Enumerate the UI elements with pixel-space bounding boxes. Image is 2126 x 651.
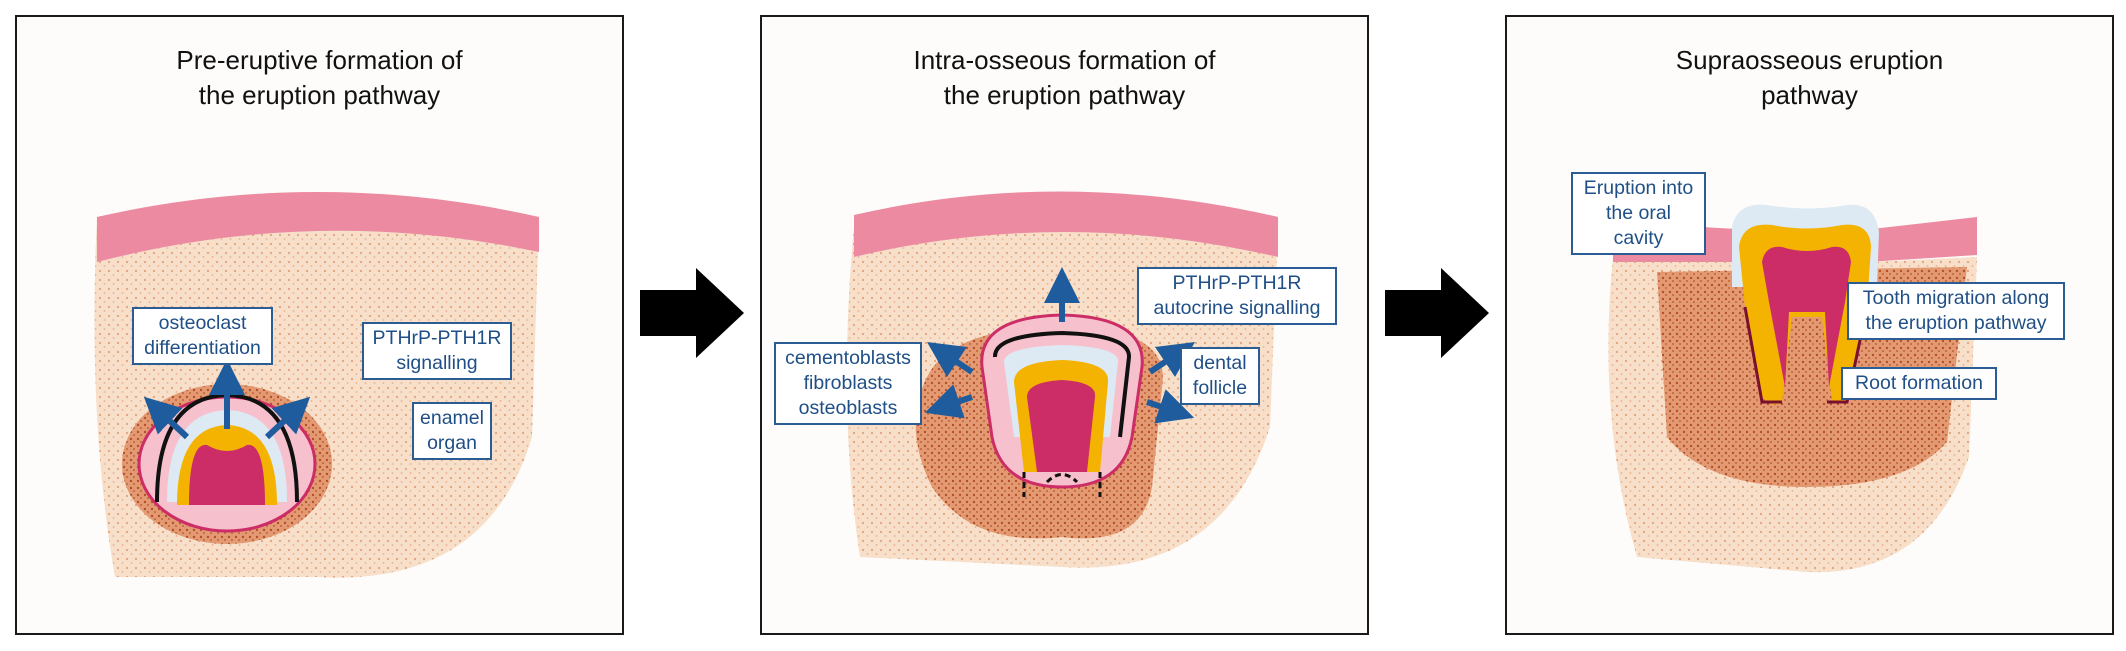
pulp [189,444,265,505]
panel-pre-eruptive: Pre-eruptive formation of the eruption p… [15,15,624,635]
dental-follicle-label: dental follicle [1180,347,1260,405]
tooth-migration-label: Tooth migration along the eruption pathw… [1847,282,2065,340]
pulp [1027,380,1096,472]
intra-osseous-diagram [846,191,1278,568]
up-left-arrow-icon [927,342,974,377]
ameloblast-line [992,330,1132,438]
root-formation-label: Root formation [1841,367,1997,400]
gingiva-right [1867,217,1977,262]
gingiva [97,192,539,262]
pthrp-label: PTHrP-PTH1R signalling [362,322,512,380]
right-arrow-icon [1146,389,1195,424]
panel-title: Intra-osseous formation of the eruption … [913,45,1216,110]
pre-eruptive-diagram [94,192,540,578]
panel-title: Supraosseous eruption pathway [1675,45,1944,110]
pthrp-label: PTHrP-PTH1R autocrine signalling [1137,267,1337,325]
right-arrow-icon [1385,268,1489,358]
panel-intra-osseous: Intra-osseous formation of the eruption … [760,15,1369,635]
root-outline [1022,472,1102,497]
left-arrow-icon [924,384,973,419]
up-right-arrow-icon [1148,342,1195,377]
up-right-arrow-icon [264,396,311,440]
oral-cavity-label: Eruption into the oral cavity [1571,172,1706,255]
right-arrow-icon [640,268,744,358]
panel-title: Pre-eruptive formation of the eruption p… [176,45,463,110]
osteoclast-label: osteoclast differentiation [132,307,273,365]
enamel-organ-label: enamel organ [412,402,492,460]
panel-supraosseous: Supraosseous eruption pathway Eruption i… [1505,15,2114,635]
pulp [1762,246,1851,387]
gingiva [854,191,1278,257]
up-left-arrow-icon [143,396,190,440]
cells-label: cementoblasts fibroblasts osteoblasts [774,342,922,425]
